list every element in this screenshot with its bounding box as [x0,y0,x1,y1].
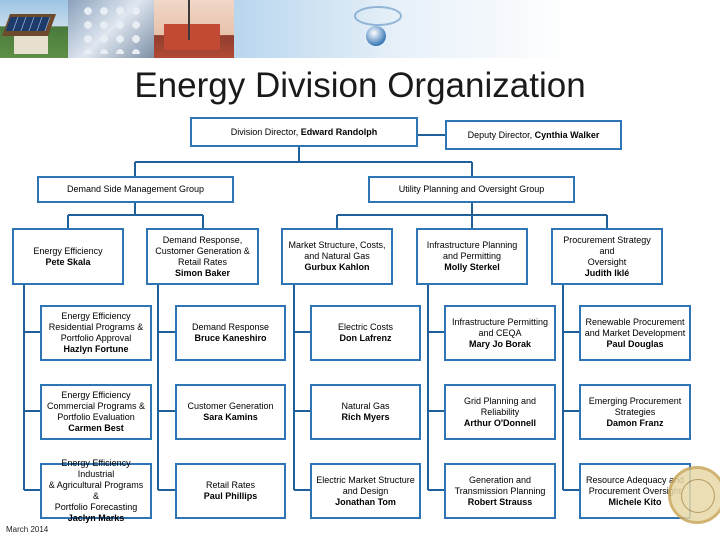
deputy-director-box: Deputy Director, Cynthia Walker [445,120,622,150]
water-drop-photo [234,0,720,58]
unit-box: Infrastructure Permitting and CEQA Mary … [444,305,556,361]
unit-lead: Mary Jo Borak [468,338,532,349]
unit-text: Procurement Oversight [588,485,682,496]
header-banner [0,0,720,58]
deputy-name: Cynthia Walker [534,129,600,140]
unit-box: Demand Response Bruce Kaneshiro [175,305,286,361]
unit-box: Grid Planning and Reliability Arthur O'D… [444,384,556,440]
unit-lead: Paul Douglas [606,338,664,349]
unit-text: Electric Market Structure [316,474,415,485]
unit-box: Generation and Transmission Planning Rob… [444,463,556,519]
unit-text: Retail Rates [205,480,256,490]
footer-date: March 2014 [6,525,49,534]
director-role: Division Director, [230,126,299,137]
division-director-box: Division Director, Edward Randolph [190,117,418,147]
unit-box: Electric Costs Don Lafrenz [310,305,421,361]
unit-box: Energy Efficiency Residential Programs &… [40,305,152,361]
unit-text: Energy Efficiency Industrial [61,458,131,479]
section-box-3: Infrastructure Planning and Permitting M… [416,228,528,285]
section-box-1: Demand Response, Customer Generation & R… [146,228,259,285]
unit-text: Energy Efficiency [61,311,131,321]
unit-box: Emerging Procurement Strategies Damon Fr… [579,384,691,440]
section-box-4: Procurement Strategy and Oversight Judit… [551,228,663,285]
unit-box: Energy Efficiency Industrial & Agricultu… [40,458,152,523]
unit-text: and Market Development [584,327,686,338]
unit-lead: Rich Myers [341,412,390,422]
section-box-0: Energy Efficiency Pete Skala [12,228,124,285]
unit-lead: Carmen Best [68,423,124,433]
unit-text: Energy Efficiency [61,390,131,400]
unit-box: Renewable Procurement and Market Develop… [579,305,691,361]
unit-lead: Damon Franz [606,417,664,428]
section-lead: Simon Baker [174,267,231,278]
section-text: Infrastructure Planning [426,240,518,250]
group-upo-box: Utility Planning and Oversight Group [368,176,575,203]
unit-text: and Design [342,485,389,496]
page-title: Energy Division Organization [134,66,586,105]
unit-box: Natural Gas Rich Myers [310,384,421,440]
unit-box: Resource Adequacy and Procurement Oversi… [579,463,691,519]
unit-text: Strategies [614,406,656,417]
unit-text: Transmission Planning [454,485,546,496]
unit-text: Demand Response [191,322,270,332]
state-seal-icon [668,466,720,524]
unit-text: Commercial Programs & [46,401,146,411]
unit-lead: Don Lafrenz [339,333,392,343]
section-text: Oversight [587,256,627,267]
solar-house-photo [0,0,68,58]
section-text: Energy Efficiency [33,245,103,256]
unit-text: Grid Planning and [463,395,537,406]
unit-lead: Arthur O'Donnell [463,417,537,428]
section-text: and Natural Gas [304,251,370,261]
deputy-role: Deputy Director, [467,129,533,140]
group-upo-label: Utility Planning and Oversight Group [398,184,545,194]
group-dsm-label: Demand Side Management Group [66,184,205,194]
unit-lead: Sara Kamins [203,412,258,422]
director-name: Edward Randolph [300,126,378,137]
unit-text: Portfolio Approval [60,333,132,343]
section-lead: Judith Iklé [584,267,630,278]
unit-lead: Robert Strauss [467,496,533,507]
section-text: Procurement Strategy and [563,234,651,256]
unit-text: Residential Programs & [48,322,144,332]
unit-text: Natural Gas [341,401,390,411]
section-lead: Pete Skala [45,256,91,267]
section-text: Customer Generation & [155,245,250,256]
unit-text: Resource Adequacy and [585,474,685,485]
unit-lead: Bruce Kaneshiro [194,333,267,343]
unit-text: Electric Costs [337,322,393,332]
unit-lead: Hazlyn Fortune [63,344,129,354]
unit-text: Infrastructure Permitting [451,316,549,327]
section-text: Market Structure, Costs, [288,240,386,250]
unit-text: Customer Generation [187,401,274,411]
unit-lead: Paul Phillips [203,491,258,501]
phone-keypad-photo [68,0,154,58]
unit-text: Renewable Procurement [585,316,685,327]
unit-text: Reliability [480,406,520,417]
group-dsm-box: Demand Side Management Group [37,176,234,203]
section-text: Retail Rates [177,256,228,267]
section-text: Demand Response, [162,234,243,245]
power-lines-photo [154,0,234,58]
unit-text: & Agricultural Programs & [48,480,144,501]
unit-box: Electric Market Structure and Design Jon… [310,463,421,519]
section-box-2: Market Structure, Costs, and Natural Gas… [281,228,393,285]
unit-text: Portfolio Forecasting [54,502,138,512]
unit-text: Portfolio Evaluation [57,412,135,422]
unit-box: Energy Efficiency Commercial Programs & … [40,384,152,440]
unit-lead: Jonathan Tom [335,496,396,507]
unit-text: and CEQA [478,327,522,338]
unit-lead: Michele Kito [608,496,662,507]
unit-box: Customer Generation Sara Kamins [175,384,286,440]
unit-text: Emerging Procurement [588,395,682,406]
unit-box: Retail Rates Paul Phillips [175,463,286,519]
unit-lead: Jaclyn Marks [67,513,125,523]
section-lead: Molly Sterkel [444,262,500,272]
section-text: and Permitting [442,251,502,261]
section-lead: Gurbux Kahlon [304,262,370,272]
unit-text: Generation and [468,474,532,485]
